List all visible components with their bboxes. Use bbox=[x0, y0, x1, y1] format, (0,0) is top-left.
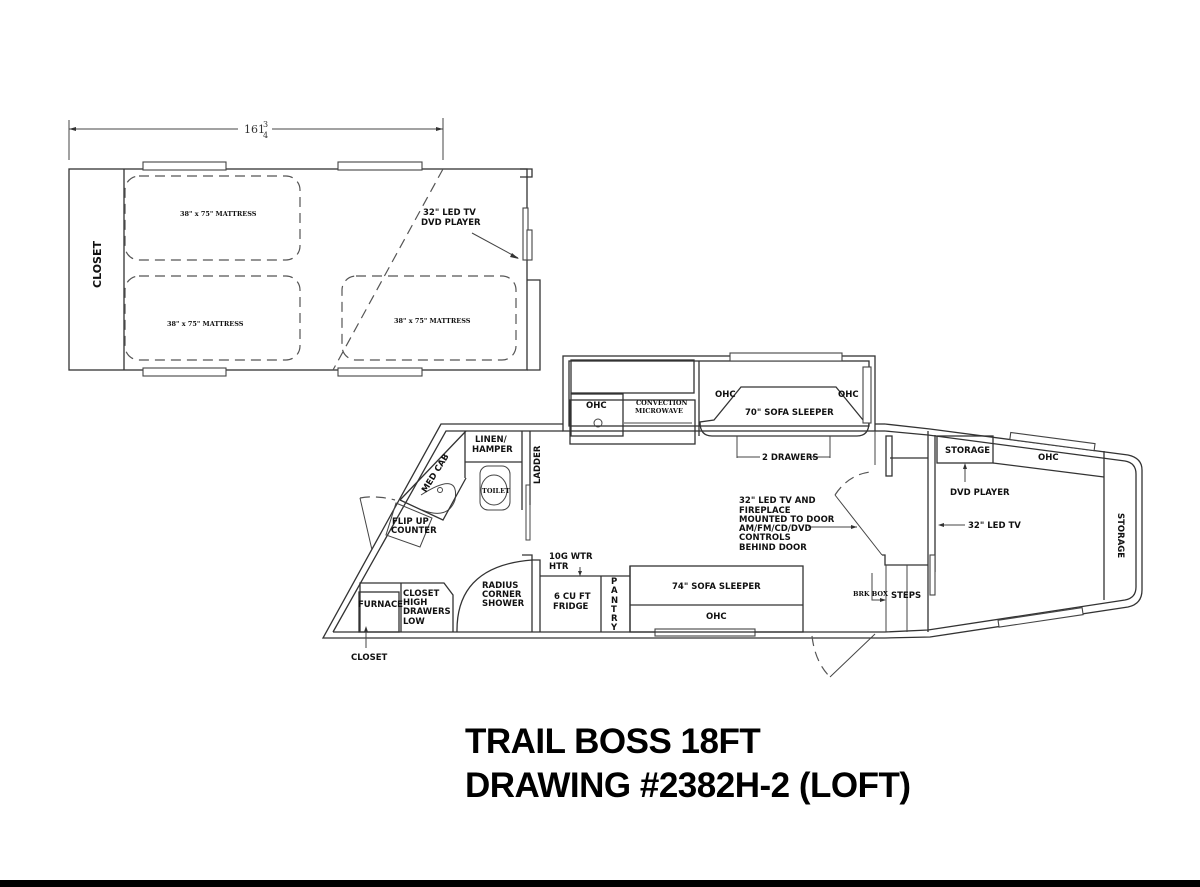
window bbox=[729, 352, 843, 362]
closet-high-label-3: DRAWERS bbox=[403, 607, 451, 617]
svg-text:Y: Y bbox=[610, 623, 618, 633]
svg-text:R: R bbox=[611, 614, 618, 624]
ladder-label: LADDER bbox=[533, 445, 543, 484]
main-plan: OHC CONVECTION MICROWAVE OHC OHC 70" SOF… bbox=[321, 352, 1143, 678]
tv-door-label-5: CONTROLS bbox=[739, 533, 791, 543]
mattress-label: 38" x 75" MATTRESS bbox=[180, 210, 257, 218]
window bbox=[1009, 431, 1096, 452]
slide-out: OHC CONVECTION MICROWAVE OHC OHC 70" SOF… bbox=[562, 352, 876, 463]
drawing-title: TRAIL BOSS 18FT bbox=[465, 722, 761, 761]
closet-high-label-2: HIGH bbox=[403, 598, 427, 608]
water-heater-label-1: 10G WTR bbox=[549, 552, 593, 562]
svg-text:P: P bbox=[611, 577, 617, 587]
fridge-label-2: FRIDGE bbox=[553, 602, 589, 612]
loft-plan: 161 3 4 CLOSET 38" x 75" MATTRESS 38" x … bbox=[68, 118, 541, 377]
linen-label-2: HAMPER bbox=[472, 445, 513, 455]
window bbox=[862, 366, 872, 424]
mattress-outline bbox=[341, 275, 517, 361]
dvd-player-label: DVD PLAYER bbox=[950, 488, 1010, 498]
mattress-label: 38" x 75" MATTRESS bbox=[394, 317, 471, 325]
fridge-label-1: 6 CU FT bbox=[554, 592, 591, 602]
window bbox=[337, 161, 423, 171]
tv-door-label-2: FIREPLACE bbox=[739, 506, 791, 516]
drawers-label: 2 DRAWERS bbox=[762, 453, 819, 463]
ohc-right-label: OHC bbox=[838, 390, 859, 400]
mattress-label: 38" x 75" MATTRESS bbox=[167, 320, 244, 328]
svg-text:T: T bbox=[611, 605, 617, 615]
window bbox=[142, 161, 227, 171]
pantry-label: P A N T R Y bbox=[610, 577, 618, 633]
brk-box-label: BRK BOX bbox=[853, 590, 889, 598]
steps-label: STEPS bbox=[891, 591, 921, 601]
svg-text:N: N bbox=[611, 596, 618, 606]
dimension-line: 161 3 4 bbox=[68, 118, 444, 160]
shower-label-1: RADIUS bbox=[482, 581, 518, 591]
bottom-border bbox=[0, 880, 1200, 887]
ohc-kitchen-label: OHC bbox=[586, 401, 607, 411]
window bbox=[142, 367, 227, 377]
storage-nose-label: STORAGE bbox=[1115, 513, 1125, 558]
ohc-bottom-label: OHC bbox=[706, 612, 727, 622]
closet-bottom-label: CLOSET bbox=[351, 653, 388, 663]
water-heater-label-2: HTR bbox=[549, 562, 569, 572]
mattress-outline bbox=[124, 275, 301, 361]
convection-label-2: MICROWAVE bbox=[635, 407, 683, 415]
sofa-74: 74" SOFA SLEEPER OHC bbox=[629, 565, 804, 633]
tv-label-line2: DVD PLAYER bbox=[421, 218, 481, 228]
closet-label: CLOSET bbox=[91, 241, 104, 288]
svg-text:A: A bbox=[611, 586, 618, 596]
dimension-whole: 161 bbox=[244, 123, 265, 136]
tv-door-label-4: AM/FM/CD/DVD bbox=[739, 524, 812, 534]
drawing-number: DRAWING #2382H-2 (LOFT) bbox=[465, 766, 911, 805]
dimension-numerator: 3 bbox=[263, 120, 268, 129]
flip-up-label-2: COUNTER bbox=[391, 526, 437, 536]
ohc-left-label: OHC bbox=[715, 390, 736, 400]
convection-label-1: CONVECTION bbox=[636, 399, 687, 407]
led-tv-label: 32" LED TV bbox=[968, 521, 1021, 531]
window bbox=[337, 367, 423, 377]
closet-high-label-1: CLOSET bbox=[403, 589, 440, 599]
closet-high-label-4: LOW bbox=[403, 617, 425, 627]
entry-area: 32" LED TV AND FIREPLACE MOUNTED TO DOOR… bbox=[739, 431, 967, 678]
ohc-nose-label: OHC bbox=[1038, 453, 1059, 463]
shower-label-2: CORNER bbox=[482, 590, 522, 600]
dimension-denominator: 4 bbox=[263, 131, 268, 140]
tv-door-label-6: BEHIND DOOR bbox=[739, 543, 807, 553]
tv-door-label-1: 32" LED TV AND bbox=[739, 496, 816, 506]
shower-label-3: SHOWER bbox=[482, 599, 525, 609]
mattress-outline bbox=[124, 175, 301, 261]
tv-door-label-3: MOUNTED TO DOOR bbox=[739, 515, 835, 525]
loft-outline bbox=[68, 168, 528, 371]
door-frame bbox=[929, 554, 936, 596]
tv-mount bbox=[526, 229, 533, 261]
window bbox=[997, 607, 1084, 628]
toilet-label: TOILET bbox=[482, 487, 510, 495]
gooseneck: STORAGE OHC DVD PLAYER 32" LED TV STORAG… bbox=[936, 435, 1125, 600]
bathroom: LINEN/ HAMPER LADDER MED CAB TOILET FLIP… bbox=[359, 430, 543, 551]
sofa-74-label: 74" SOFA SLEEPER bbox=[672, 582, 761, 592]
storage-top-label: STORAGE bbox=[945, 446, 990, 456]
sofa-70-label: 70" SOFA SLEEPER bbox=[745, 408, 834, 418]
furnace-label: FURNACE bbox=[358, 600, 403, 610]
tv-label-line1: 32" LED TV bbox=[423, 208, 476, 218]
loft-edge-line bbox=[332, 168, 444, 371]
flip-up-label-1: FLIP UP bbox=[392, 517, 429, 527]
linen-label-1: LINEN/ bbox=[475, 435, 508, 445]
lower-cabinets: 10G WTR HTR FURNACE CLOSET HIGH DRAWERS … bbox=[351, 552, 631, 663]
